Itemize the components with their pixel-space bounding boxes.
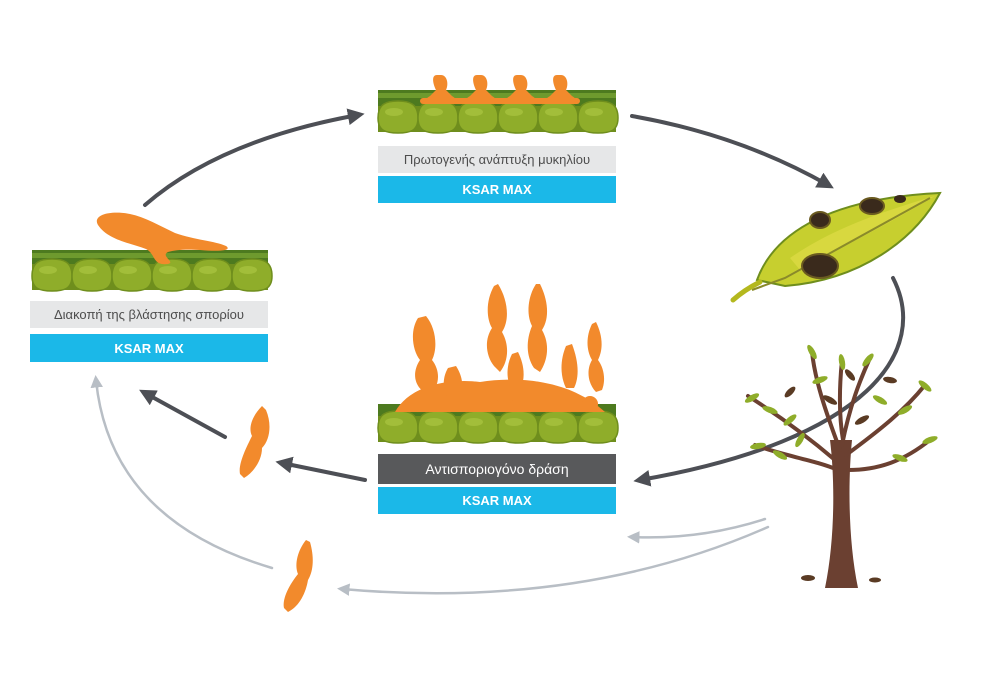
primary-stage-product: KSAR MAX [378, 176, 616, 203]
mycelium-hyphae [420, 75, 580, 104]
antisporulant-stage-caption: Αντισποριογόνο δράση [378, 454, 616, 484]
cycle-arrows [139, 108, 906, 487]
infected-leaf-icon [730, 191, 942, 303]
sporulation-tissue [377, 284, 619, 444]
arrow-tree-to-lower-spore [337, 525, 770, 596]
olive-tree-icon [744, 344, 938, 588]
germination-stage-product: KSAR MAX [30, 334, 268, 362]
arrow-primary-to-leaf [630, 114, 834, 189]
secondary-arrows [90, 375, 770, 596]
arrow-tree-to-antisporulant [633, 276, 906, 487]
arrow-spore-to-germination [139, 389, 227, 439]
germinating-spore [96, 212, 228, 265]
primary-tissue [377, 75, 619, 134]
antisporulant-stage-product: KSAR MAX [378, 487, 616, 514]
arrow-lower-spore-to-germination [90, 375, 274, 570]
sporulating-conidia [395, 284, 605, 412]
arrow-germination-to-primary [143, 108, 365, 207]
germination-tissue [31, 212, 273, 292]
germination-stage-caption: Διακοπή της βλάστησης σπορίου [30, 301, 268, 328]
arrow-tree-to-center [627, 517, 767, 544]
arrow-antisporulant-to-spore [275, 456, 367, 482]
primary-stage-caption: Πρωτογενής ανάπτυξη μυκηλίου [378, 146, 616, 173]
spore-icon [239, 406, 313, 612]
